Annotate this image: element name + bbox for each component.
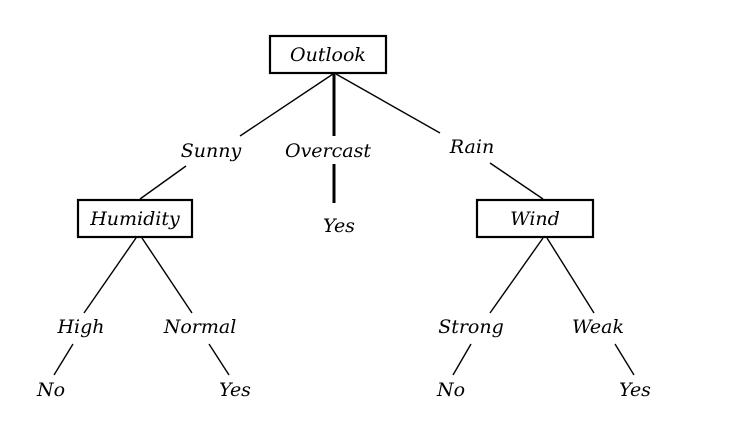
leaf-strong-no: No xyxy=(436,379,465,401)
edge-humidity-normal xyxy=(141,237,193,314)
leaf-normal-yes: Yes xyxy=(219,379,251,401)
edge-humidity-high xyxy=(83,237,137,314)
edge-high-no xyxy=(53,343,74,376)
edge-normal-yes xyxy=(208,343,230,376)
branch-label-sunny: Sunny xyxy=(181,140,242,162)
edge-sunny-humidity xyxy=(139,165,187,200)
edge-outlook-rain xyxy=(335,73,441,134)
branch-label-normal: Normal xyxy=(163,316,237,338)
edge-outlook-sunny xyxy=(239,73,334,137)
branch-label-strong: Strong xyxy=(438,316,504,338)
node-humidity: Humidity xyxy=(76,198,194,239)
branch-label-rain: Rain xyxy=(449,136,494,158)
node-box-outlook xyxy=(268,34,388,75)
branch-label-overcast: Overcast xyxy=(285,140,371,162)
edge-weak-yes xyxy=(614,343,635,376)
leaf-high-no: No xyxy=(36,379,65,401)
node-outlook: Outlook xyxy=(268,34,388,75)
node-wind: Wind xyxy=(475,198,595,239)
tree-edges xyxy=(53,73,635,376)
leaf-overcast-yes: Yes xyxy=(323,215,355,237)
edge-rain-wind xyxy=(489,162,544,200)
edge-wind-strong xyxy=(489,237,544,314)
edge-wind-weak xyxy=(546,237,595,314)
node-box-wind xyxy=(475,198,595,239)
node-label-humidity: Humidity xyxy=(89,208,180,230)
branch-label-high: High xyxy=(56,316,104,338)
leaf-weak-yes: Yes xyxy=(619,379,651,401)
edge-strong-no xyxy=(452,343,472,376)
node-box-humidity xyxy=(76,198,194,239)
branch-label-weak: Weak xyxy=(572,316,624,338)
node-label-outlook: Outlook xyxy=(290,44,366,66)
node-label-wind: Wind xyxy=(510,208,560,230)
